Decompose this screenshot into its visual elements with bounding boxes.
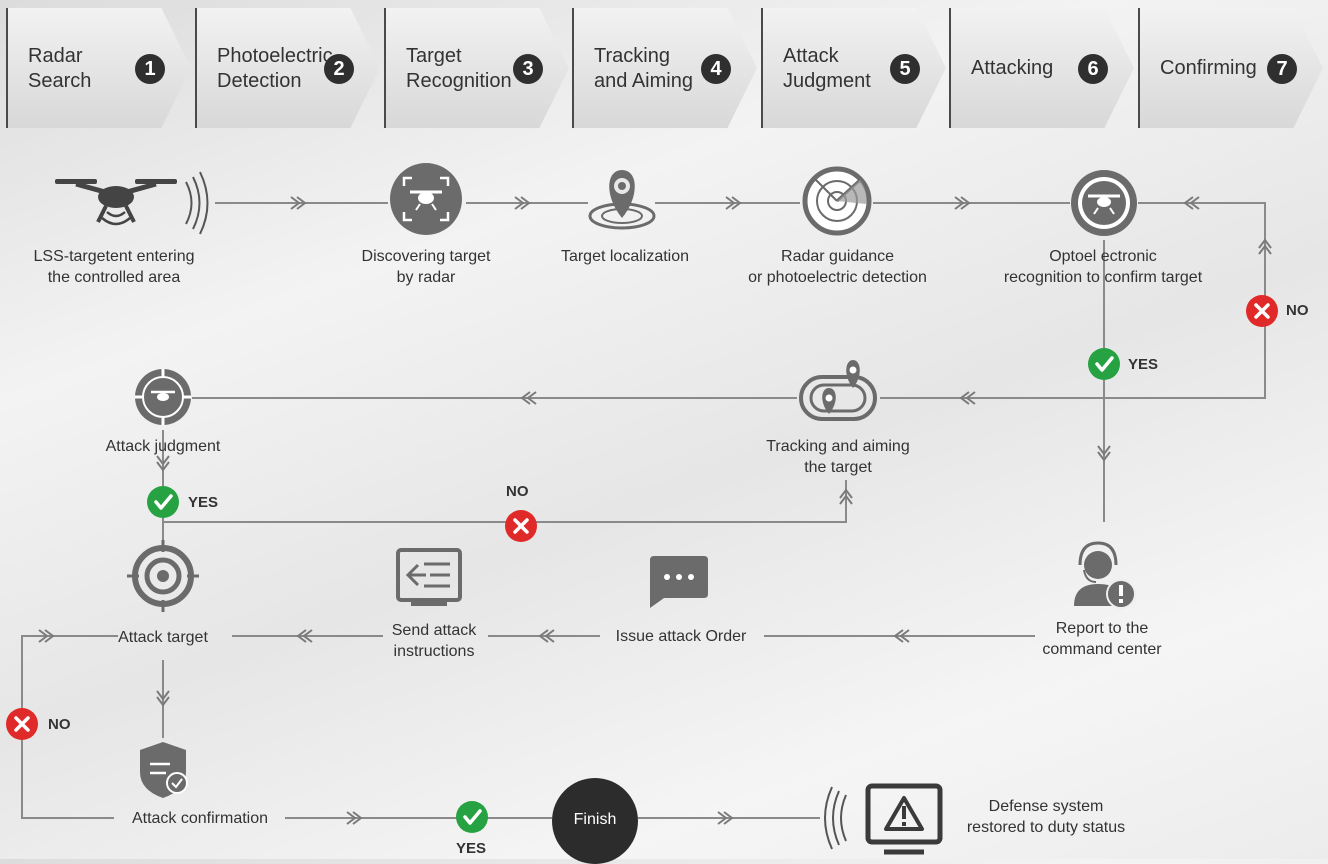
step-label: Confirming: [1160, 57, 1257, 79]
node-issue-order: Issue attack Order: [615, 628, 747, 645]
tracking-track-icon: [799, 360, 877, 421]
yes-mark-icon: [145, 484, 181, 520]
step-number-badge: 2: [324, 54, 354, 84]
node-attack-target: Attack target: [118, 629, 208, 646]
no-mark-icon: [4, 706, 40, 742]
drone-icon: [55, 179, 177, 226]
yes-label: YES: [188, 494, 219, 511]
node-tracking-aiming: Tracking and aiming the target: [766, 438, 910, 476]
node-target-localization: Target localization: [560, 248, 690, 265]
step-label: Attacking: [971, 57, 1054, 79]
no-label: NO: [506, 483, 529, 500]
step-number-badge: 1: [135, 54, 165, 84]
step-radar-search: Radar Search 1: [6, 8, 191, 128]
location-pin-icon: [588, 170, 656, 230]
node-discovering-target: Discovering target by radar: [361, 248, 491, 286]
radar-scope-icon: [802, 166, 872, 236]
node-system-restored: Defense system restored to duty status: [966, 798, 1126, 836]
step-number-badge: 4: [701, 54, 731, 84]
step-tracking-aiming: Tracking and Aiming 4: [572, 8, 757, 128]
no-label: NO: [48, 716, 71, 733]
warning-monitor-icon: [865, 783, 943, 855]
yes-label: YES: [1128, 356, 1159, 373]
node-lss-entering: LSS-targetent entering the controlled ar…: [33, 248, 195, 286]
step-number-badge: 7: [1267, 54, 1297, 84]
signal-waves-icon: [824, 786, 847, 850]
crosshair-drone-icon: [135, 369, 191, 425]
node-attack-judgment: Attack judgment: [105, 438, 221, 455]
no-label: NO: [1286, 302, 1309, 319]
radar-drone-icon: [390, 163, 462, 235]
step-number-badge: 6: [1078, 54, 1108, 84]
no-mark-icon: [503, 508, 539, 544]
step-label: Attack Judgment: [783, 45, 871, 92]
node-radar-guidance: Radar guidance or photoelectric detectio…: [748, 248, 927, 286]
step-label: Photoelectric Detection: [217, 45, 333, 92]
step-label: Tracking and Aiming: [594, 45, 693, 92]
step-number-badge: 5: [890, 54, 920, 84]
step-photoelectric-detection: Photoelectric Detection 2: [195, 8, 380, 128]
step-label: Target Recognition: [406, 45, 512, 92]
step-target-recognition: Target Recognition 3: [384, 8, 569, 128]
node-attack-confirmation: Attack confirmation: [131, 810, 269, 827]
node-optoelectronic-recognition: Optoel ectronic recognition to confirm t…: [1003, 248, 1203, 286]
operator-headset-icon: [1074, 541, 1136, 609]
signal-waves-icon: [185, 171, 209, 235]
yes-label: YES: [456, 840, 487, 857]
finish-node: Finish: [552, 778, 638, 864]
step-attacking: Attacking 6: [949, 8, 1134, 128]
bullseye-target-icon: [127, 540, 199, 612]
step-number-badge: 3: [513, 54, 543, 84]
node-report-command-center: Report to the command center: [1042, 620, 1162, 658]
no-mark-icon: [1244, 293, 1280, 329]
step-confirming: Confirming 7: [1138, 8, 1323, 128]
step-attack-judgment: Attack Judgment 5: [761, 8, 946, 128]
instructions-screen-icon: [396, 548, 462, 606]
yes-mark-icon: [1086, 346, 1122, 382]
chat-bubble-icon: [650, 556, 708, 608]
node-send-instructions: Send attack instructions: [391, 622, 477, 660]
step-label: Radar Search: [28, 45, 92, 92]
shield-check-icon: [140, 742, 188, 798]
target-drone-icon: [1071, 170, 1137, 236]
yes-mark-icon: [454, 799, 490, 835]
